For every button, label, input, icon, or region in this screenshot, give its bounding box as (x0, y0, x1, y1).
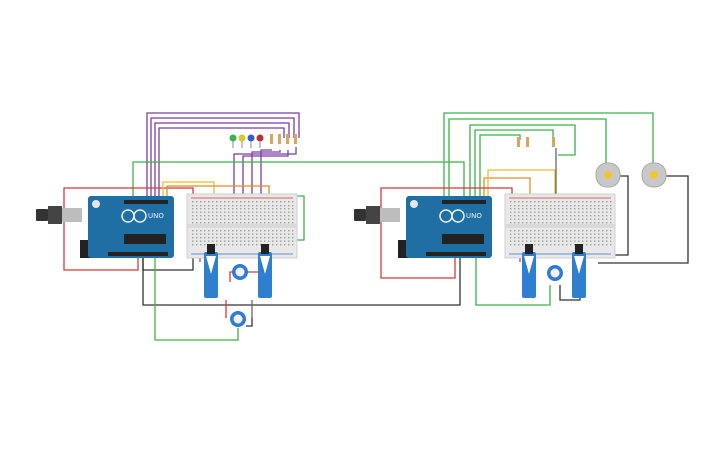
wire-green-motor-2 (448, 118, 607, 196)
right-wires (380, 112, 689, 306)
wire-yellow-servo-r (487, 169, 556, 196)
resistor-icon[interactable] (526, 137, 529, 147)
resistor-icon[interactable] (286, 134, 289, 144)
wire-green-res-3 (479, 134, 521, 196)
servo-left-2[interactable] (258, 244, 272, 298)
led-green[interactable] (229, 134, 237, 149)
wire-green-res-2 (474, 129, 554, 196)
dc-motor-1[interactable] (595, 162, 621, 188)
board-label: UNO (148, 212, 164, 220)
led-yellow[interactable] (238, 134, 246, 149)
wire-purple-led-2 (242, 150, 289, 196)
wire-green-link (132, 161, 465, 196)
wire-green-pot2 (154, 258, 239, 341)
led-blue[interactable] (247, 134, 255, 149)
wire-green-res-1 (469, 124, 576, 196)
resistor-icon[interactable] (270, 134, 273, 144)
servo-left-1[interactable] (204, 244, 218, 298)
usb-port-icon (62, 208, 82, 222)
resistor-icon[interactable] (278, 134, 281, 144)
led-red[interactable] (256, 134, 264, 149)
wire-green-motor-1 (443, 112, 654, 196)
potentiometer-left-2[interactable] (230, 311, 246, 327)
wire-purple-1 (146, 112, 300, 196)
resistor-icon[interactable] (294, 134, 297, 144)
wire-purple-led-1 (233, 147, 297, 196)
resistor-icon[interactable] (517, 137, 520, 147)
arduino-right[interactable]: UNO (354, 196, 492, 258)
wire-green-bb-right (293, 195, 305, 241)
breadboard-left (186, 193, 298, 259)
potentiometer-left-1[interactable] (232, 264, 248, 280)
dc-motor-2[interactable] (641, 162, 667, 188)
wire-black-pot2 (246, 318, 253, 327)
wire-green-bottom-right (475, 258, 551, 306)
resistors-left (270, 134, 297, 144)
potentiometer-right[interactable] (547, 265, 563, 281)
wire-black-long (142, 258, 461, 306)
board-label: UNO (466, 212, 482, 220)
wire-purple-led-4 (260, 149, 272, 196)
wire-red-power-right (380, 187, 513, 279)
servo-right-2[interactable] (572, 244, 586, 298)
wire-black-motor-2 (598, 175, 689, 264)
microcontroller-chip-icon (442, 234, 484, 244)
arduino-left[interactable]: UNO (36, 196, 174, 258)
breadboard-right (504, 193, 616, 259)
led-group (229, 134, 264, 149)
wire-purple-3 (154, 122, 290, 196)
resistors-right (517, 137, 555, 147)
usb-port-icon (380, 208, 400, 222)
wire-black-gnd-left (142, 258, 194, 271)
wire-red-power-left (63, 187, 194, 271)
microcontroller-chip-icon (124, 234, 166, 244)
wire-purple-2 (150, 117, 295, 196)
resistor-icon[interactable] (552, 137, 555, 147)
servo-right-1[interactable] (522, 244, 536, 298)
wire-purple-led-3 (251, 150, 281, 196)
